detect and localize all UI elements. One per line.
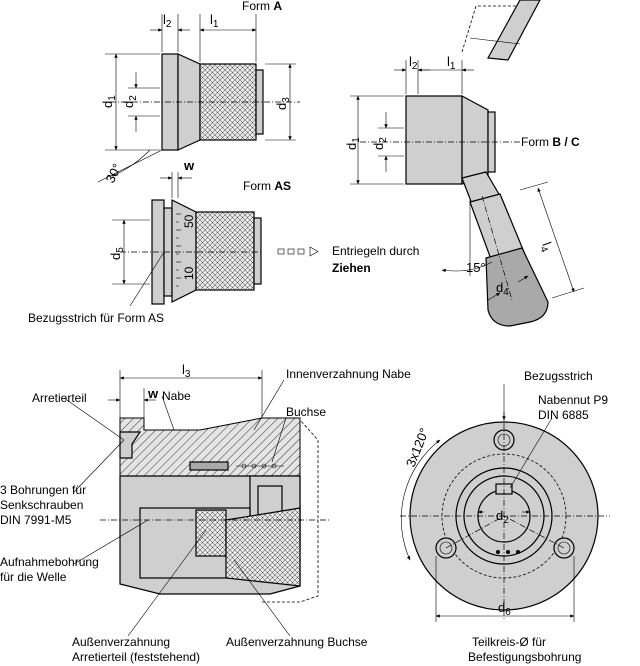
- form-as-knurled-knob: [195, 211, 255, 291]
- svg-text:d6: d6: [498, 600, 511, 618]
- svg-text:l2: l2: [409, 54, 418, 72]
- label-arretierteil: Arretierteil: [32, 391, 87, 405]
- form-bc-title: Form B / C: [521, 135, 580, 149]
- svg-text:d2: d2: [121, 95, 139, 108]
- svg-text:l3: l3: [182, 362, 191, 380]
- form-bc-lever-grip: [485, 247, 549, 327]
- svg-text:d2: d2: [496, 508, 509, 526]
- form-bc-l1-label: l: [447, 54, 450, 69]
- label-aufnahme-2: für die Welle: [0, 570, 67, 584]
- label-aussen-arretierteil-1: Außenverzahnung: [72, 635, 170, 649]
- form-bc-view: l2 l1 d1 d2 Form B / C l4 15° d4: [344, 0, 585, 327]
- form-as-view: Form AS w 50 10 d5: [28, 158, 419, 325]
- form-bc-d1-label: d: [344, 143, 359, 150]
- svg-text:d3: d3: [274, 97, 292, 110]
- label-aussen-arretierteil-2: Arretierteil (feststehend): [72, 650, 200, 664]
- pull-text-2: Ziehen: [332, 261, 371, 275]
- section-knurled-area: [225, 507, 301, 587]
- form-a-angle-label: 30°: [102, 161, 124, 185]
- label-teilkreis-1: Teilkreis-Ø für: [472, 635, 546, 649]
- label-bohrungen-3: DIN 7991-M5: [0, 513, 72, 527]
- pull-text-1: Entriegeln durch: [332, 244, 419, 258]
- svg-text:l2: l2: [163, 12, 172, 30]
- section-w-label: w: [147, 386, 159, 401]
- label-bezugsstrich: Bezugsstrich: [524, 369, 593, 383]
- label-aufnahme-1: Aufnahmebohrung: [0, 555, 99, 569]
- section-l3-label: l: [182, 362, 185, 377]
- form-bc-l4-label: l: [539, 240, 554, 248]
- scale-tick-10: 10: [182, 266, 196, 280]
- scale-tick-50: 50: [182, 214, 196, 228]
- form-bc-d4-label: d: [496, 280, 503, 295]
- form-a-l1-label: l: [210, 12, 213, 27]
- svg-text:d1: d1: [344, 137, 362, 150]
- form-bc-l2-label: l: [409, 54, 412, 69]
- pull-direction-arrow: [277, 246, 319, 257]
- form-a-l2-label: l: [163, 12, 166, 27]
- form-a-d3-label: d: [274, 103, 289, 110]
- form-as-w-label: w: [183, 158, 195, 173]
- form-a-title: Form A: [242, 0, 282, 13]
- svg-text:l1: l1: [210, 12, 219, 30]
- form-bc-d2-label: d: [371, 143, 386, 150]
- form-a-d2-label: d: [121, 101, 136, 108]
- label-buchse: Buchse: [286, 405, 326, 419]
- svg-text:l4: l4: [536, 240, 556, 255]
- form-as-title: Form AS: [243, 179, 291, 193]
- label-aussen-buchse: Außenverzahnung Buchse: [226, 635, 368, 649]
- svg-text:d4: d4: [496, 280, 509, 298]
- form-as-d5-label: d: [108, 253, 123, 260]
- section-view: l3 w Arr: [0, 362, 411, 664]
- form-bc-angle-label: 15°: [466, 260, 486, 275]
- end-view-d2-label: d: [496, 508, 503, 523]
- label-bohrungen-1: 3 Bohrungen für: [0, 483, 86, 497]
- svg-text:d1: d1: [100, 95, 118, 108]
- svg-text:d5: d5: [108, 247, 126, 260]
- form-a-d1-label: d: [100, 101, 115, 108]
- form-a-view: l2 l1 Form A d1 d2 d3 30°: [97, 0, 300, 185]
- label-bohrungen-2: Senkschrauben: [0, 498, 83, 512]
- label-innenverzahnung: Innenverzahnung Nabe: [286, 367, 411, 381]
- label-nabennut-1: Nabennut P9: [538, 393, 608, 407]
- form-bc-lever-upper: [487, 0, 541, 61]
- end-view: Bezugsstrich Nabennut P9 DIN 6885 3x120°…: [400, 369, 610, 664]
- label-nabennut-2: DIN 6885: [538, 408, 589, 422]
- label-teilkreis-2: Befestigungsbohrung: [468, 650, 581, 664]
- label-nabe: Nabe: [162, 389, 191, 403]
- section-external-teeth: [195, 509, 227, 557]
- svg-text:d2: d2: [371, 137, 389, 150]
- end-view-d6-label: d: [498, 600, 505, 615]
- svg-text:l1: l1: [447, 54, 456, 72]
- form-bc-body: [405, 95, 463, 185]
- ref-line-label-form-as: Bezugsstrich für Form AS: [28, 311, 164, 325]
